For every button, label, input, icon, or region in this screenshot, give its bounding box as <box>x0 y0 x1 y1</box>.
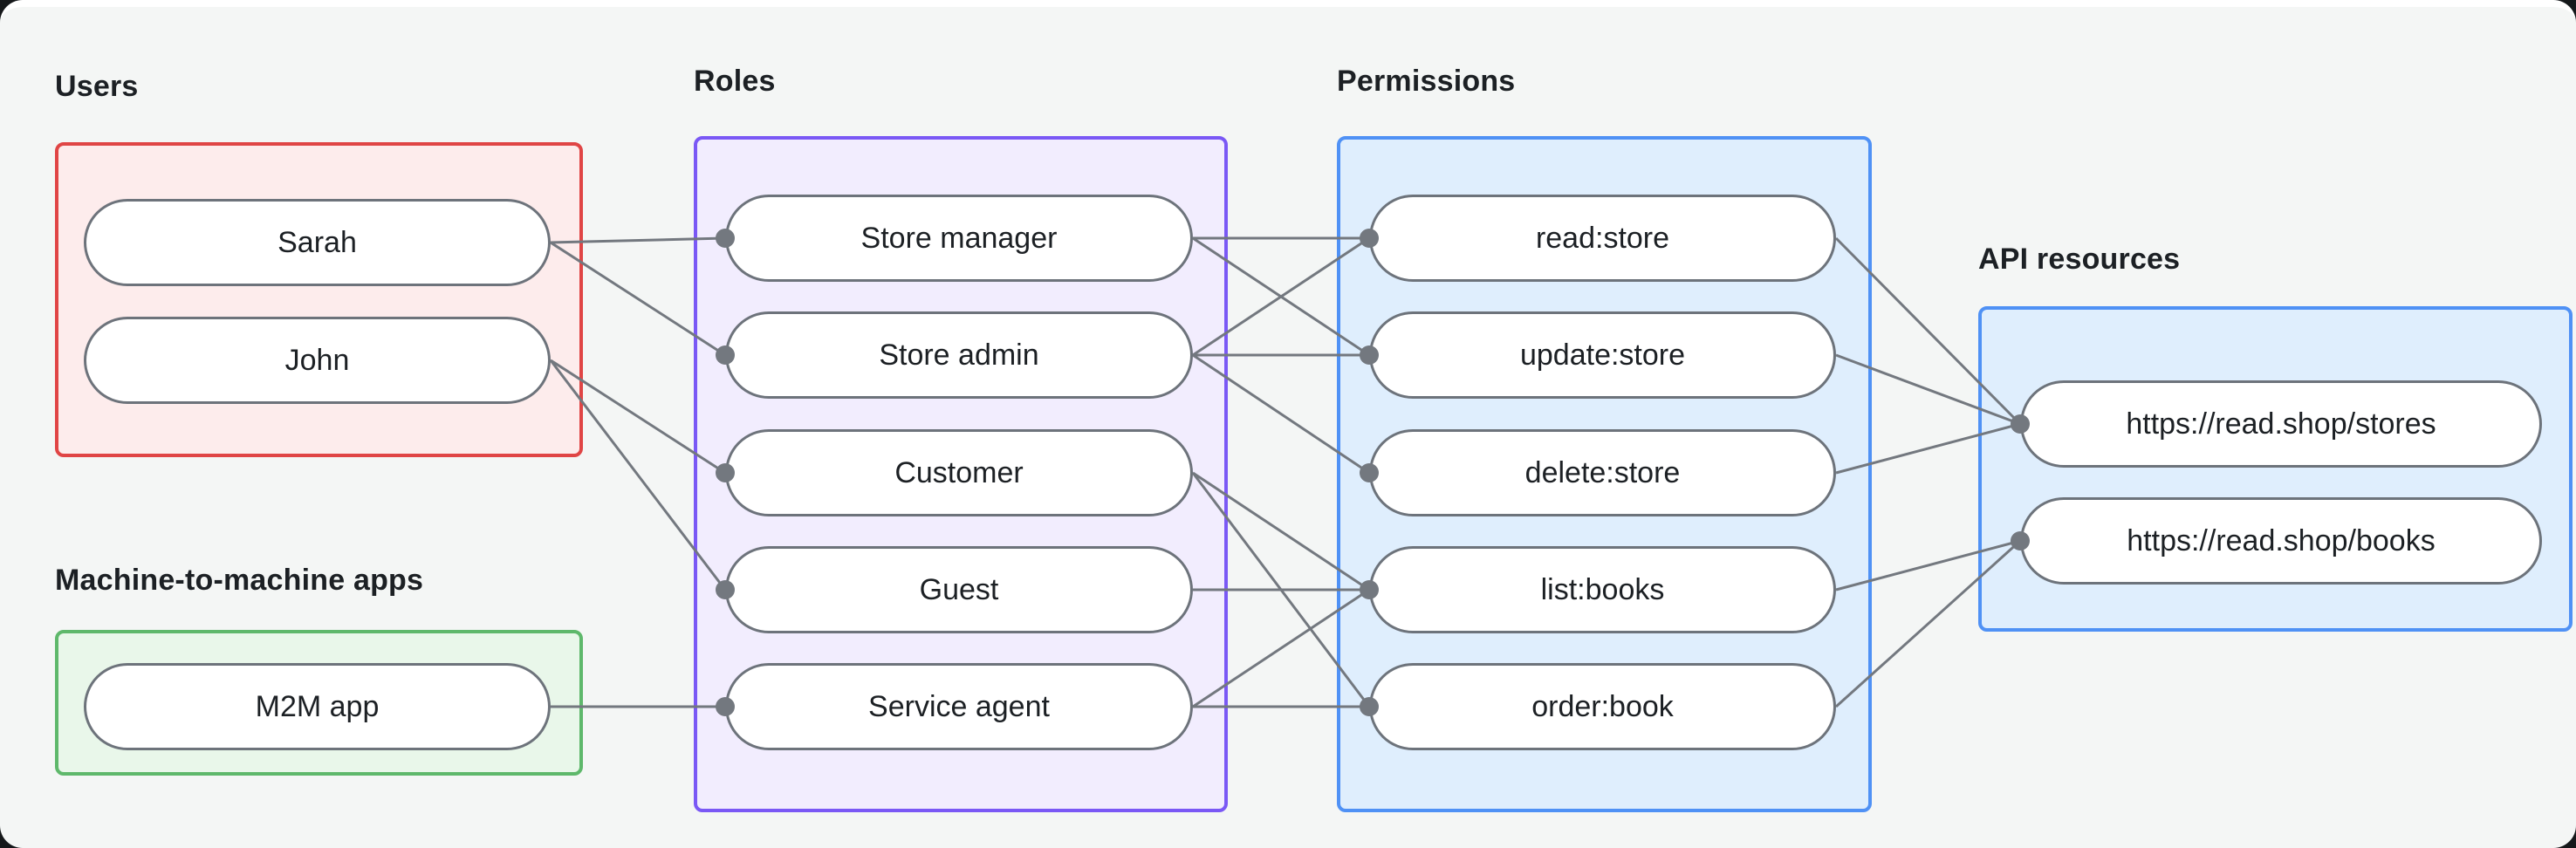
m2m-group-heading: Machine-to-machine apps <box>55 564 424 597</box>
permissions-group-heading: Permissions <box>1337 65 1516 98</box>
m2m-app-node: M2M app <box>84 663 551 750</box>
api-resource-node-books: https://read.shop/books <box>2020 497 2542 585</box>
users-group-box <box>55 142 583 457</box>
permission-node-read-store: read:store <box>1369 195 1836 282</box>
user-node-john: John <box>84 317 551 404</box>
role-node-store-admin: Store admin <box>725 311 1193 399</box>
permission-node-list-books: list:books <box>1369 546 1836 633</box>
role-node-store-manager: Store manager <box>725 195 1193 282</box>
api-resources-group-heading: API resources <box>1978 243 2181 276</box>
user-node-sarah: Sarah <box>84 199 551 286</box>
role-node-service-agent: Service agent <box>725 663 1193 750</box>
permission-node-order-book: order:book <box>1369 663 1836 750</box>
permission-node-delete-store: delete:store <box>1369 429 1836 516</box>
api-resource-node-stores: https://read.shop/stores <box>2020 380 2542 468</box>
role-node-guest: Guest <box>725 546 1193 633</box>
roles-group-heading: Roles <box>694 65 776 98</box>
users-group-heading: Users <box>55 70 139 103</box>
role-node-customer: Customer <box>725 429 1193 516</box>
permission-node-update-store: update:store <box>1369 311 1836 399</box>
